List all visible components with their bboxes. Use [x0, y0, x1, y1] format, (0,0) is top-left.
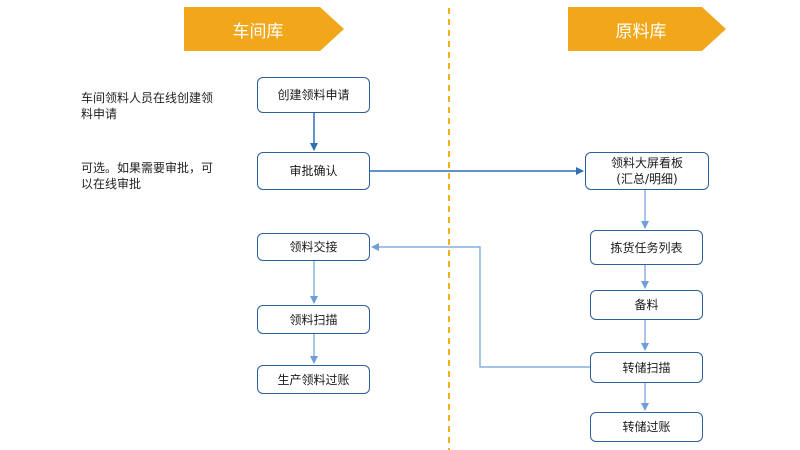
lane-title-left: 车间库 [184, 7, 344, 51]
lane-title-right: 原料库 [568, 7, 726, 51]
node-dashboard-label-line1: 领料大屏看板 [610, 156, 683, 170]
node-create-request[interactable]: 创建领料申请 [257, 77, 370, 113]
node-transfer-scan[interactable]: 转储扫描 [590, 352, 703, 383]
node-approve-confirm[interactable]: 审批确认 [257, 152, 370, 190]
arrow-transfer-scan-to-handover [371, 243, 590, 368]
node-prepare[interactable]: 备料 [590, 290, 703, 320]
lane-title-left-label: 车间库 [232, 21, 284, 42]
node-pick-scan-label: 领料扫描 [289, 312, 338, 327]
banner-shape [568, 7, 726, 51]
node-production-post[interactable]: 生产领料过账 [257, 365, 370, 394]
node-production-post-label: 生产领料过账 [277, 372, 350, 387]
node-transfer-scan-label: 转储扫描 [622, 360, 671, 375]
node-pick-task-list-label: 拣货任务列表 [610, 240, 683, 255]
note-approval: 可选。如果需要审批，可以在线审批 [81, 161, 214, 191]
node-pick-scan[interactable]: 领料扫描 [257, 305, 370, 334]
node-transfer-post[interactable]: 转储过账 [590, 412, 703, 442]
node-prepare-label: 备料 [634, 298, 659, 312]
node-handover-label: 领料交接 [289, 240, 338, 254]
note-create-request: 车间领料人员在线创建领料申请 [81, 91, 214, 121]
node-dashboard-label-line2: (汇总/明细) [616, 172, 678, 186]
node-pick-task-list[interactable]: 拣货任务列表 [590, 230, 703, 265]
node-create-request-label: 创建领料申请 [277, 88, 350, 102]
node-handover[interactable]: 领料交接 [257, 233, 370, 261]
node-dashboard[interactable]: 领料大屏看板 (汇总/明细) [585, 152, 709, 190]
banner-shape [184, 7, 344, 51]
node-transfer-post-label: 转储过账 [622, 420, 671, 434]
node-approve-confirm-label: 审批确认 [289, 164, 338, 178]
lane-title-right-label: 原料库 [615, 21, 667, 42]
